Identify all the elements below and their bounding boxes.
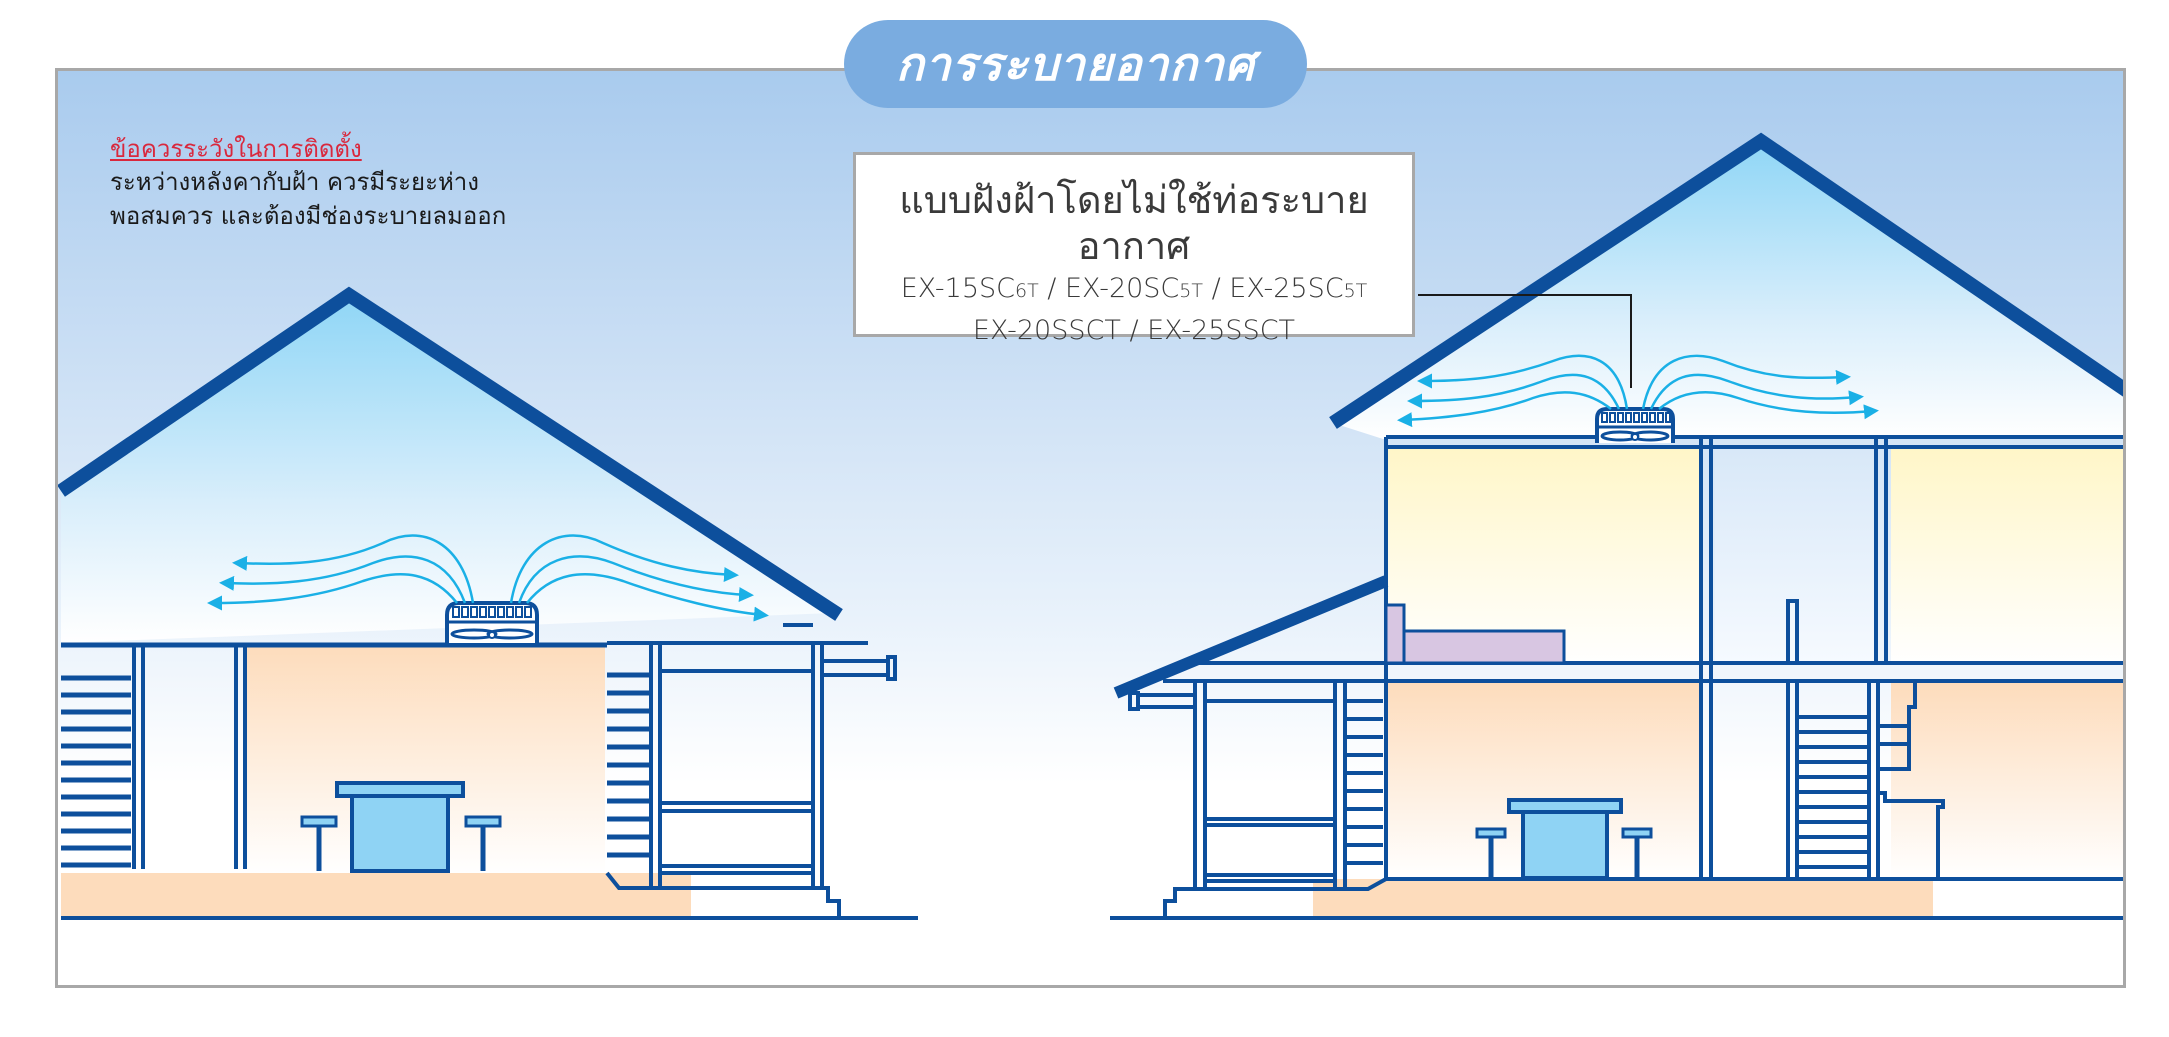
two-storey-house xyxy=(1110,132,2123,920)
caution-heading: ข้อควรระวังในการติดตั้ง xyxy=(110,135,362,163)
model-list-line-1: EX-15SC6T / EX-20SC5T / EX-25SC5T xyxy=(856,269,1412,311)
veranda-left xyxy=(605,643,897,917)
model-suffix: 5T xyxy=(1343,280,1368,302)
caution-line: ระหว่างหลังคากับฝ้า ควรมีระยะห่าง xyxy=(110,168,479,196)
porch-roof-right xyxy=(1113,575,1389,699)
section-title-pill: การระบายอากาศ xyxy=(844,20,1307,108)
model-name: EX-20SC xyxy=(1064,273,1180,304)
ceiling-fan-icon-left xyxy=(445,601,539,643)
model-separator: / xyxy=(1203,273,1230,304)
dining-table-right xyxy=(1475,798,1653,880)
floor-slab-right xyxy=(1313,879,1933,919)
model-suffix: 6T xyxy=(1015,280,1039,302)
dining-table-left xyxy=(300,781,502,873)
caution-line: พอสมควร และต้องมีช่องระบายลมออก xyxy=(110,202,507,230)
roof-right xyxy=(1329,132,2123,429)
porch-right xyxy=(1128,661,1387,917)
airflow-arrows-right xyxy=(1397,354,1879,428)
floor-slab-left xyxy=(61,873,691,918)
model-list-line-2: EX-20SSCT / EX-25SSCT xyxy=(972,315,1296,346)
bed-upper-floor xyxy=(1384,603,1566,665)
model-separator: / xyxy=(1038,273,1065,304)
model-name: EX-15SC xyxy=(900,273,1016,304)
roof-left xyxy=(58,286,843,621)
product-label-box: แบบฝังฝ้าโดยไม่ใช้ท่อระบายอากาศ EX-15SC6… xyxy=(853,152,1415,346)
ceiling-fan-icon-right xyxy=(1595,407,1675,443)
airflow-arrows-left xyxy=(207,534,769,622)
label-leader-line xyxy=(1418,294,1632,388)
louver-wall-left xyxy=(61,675,131,868)
ventilation-diagram xyxy=(58,132,2123,920)
section-title: การระบายอากาศ xyxy=(895,36,1256,91)
single-storey-house xyxy=(58,286,918,920)
model-suffix: 5T xyxy=(1179,280,1203,302)
attic-space-right xyxy=(1333,141,2123,439)
installation-caution-note: ข้อควรระวังในการติดตั้ง ระหว่างหลังคากับ… xyxy=(110,133,506,233)
model-name: EX-25SC xyxy=(1229,273,1344,304)
staircase-right xyxy=(1797,715,1869,869)
product-type-heading: แบบฝังฝ้าโดยไม่ใช้ท่อระบายอากาศ xyxy=(899,178,1369,268)
attic-space-left xyxy=(61,295,833,643)
